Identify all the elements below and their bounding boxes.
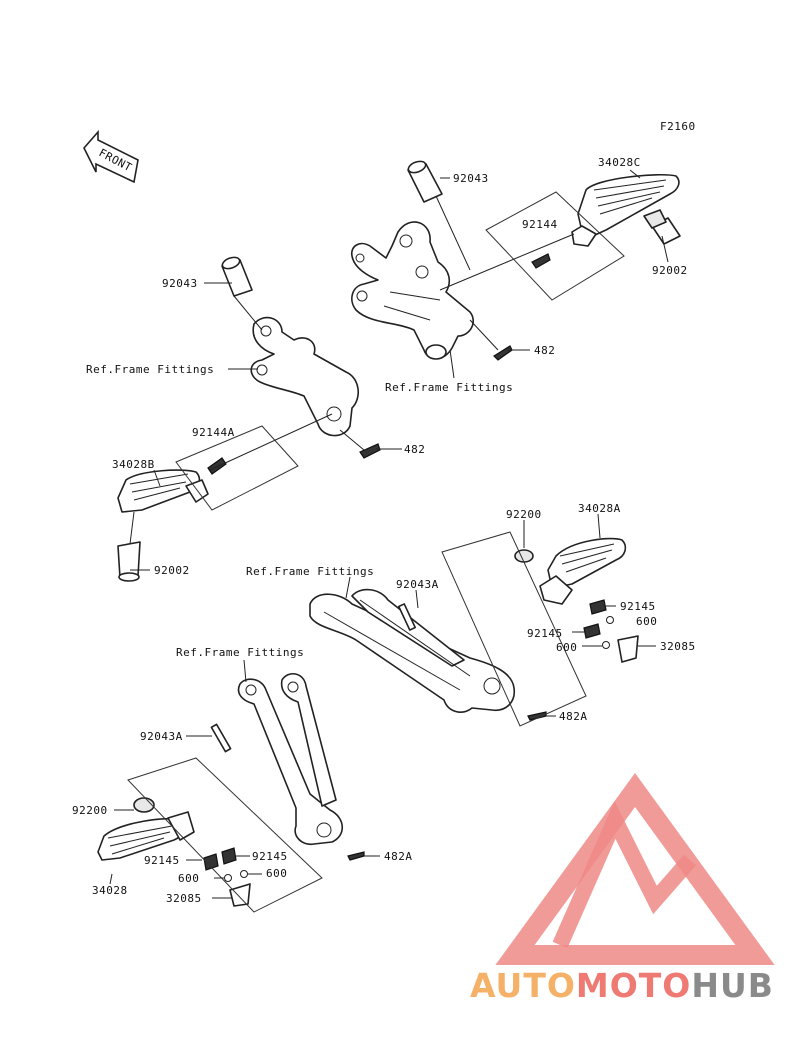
pin-92043A-r <box>397 603 417 631</box>
upper-right-bracket <box>350 221 474 360</box>
label-32085-l: 32085 <box>166 892 202 905</box>
label-92200-r: 92200 <box>506 508 542 521</box>
label-92002-left: 92002 <box>154 564 190 577</box>
label-92145-r1: 92145 <box>620 600 656 613</box>
label-ref-low: Ref.Frame Fittings <box>176 646 304 659</box>
pin-92043A-l <box>210 723 232 753</box>
front-arrow: FRONT <box>83 129 139 184</box>
clip-482-mid <box>359 443 381 459</box>
left-bracket <box>250 316 359 437</box>
label-600-l1: 600 <box>178 872 199 885</box>
spring-92145-r2 <box>583 623 601 639</box>
label-32085-r: 32085 <box>660 640 696 653</box>
footpeg-34028A <box>539 537 627 605</box>
spring-92145-l1 <box>203 853 219 871</box>
clip-482A-l <box>347 851 365 861</box>
footpeg-34028C <box>571 173 680 247</box>
ball-600-l1 <box>224 874 232 882</box>
part-labels: 92043 34028C 92144 92002 482 Ref.Frame F… <box>72 156 696 905</box>
watermark-logo: AUTOMOTOHUB <box>470 772 775 1005</box>
label-92145-l1: 92145 <box>144 854 180 867</box>
leader-lines <box>109 169 669 899</box>
label-92145-l2: 92145 <box>252 850 288 863</box>
washer-92200-l <box>133 797 155 813</box>
label-92043-left: 92043 <box>162 277 198 290</box>
label-34028: 34028 <box>92 884 128 897</box>
label-92043A-l: 92043A <box>140 730 183 743</box>
label-92145-r2: 92145 <box>527 627 563 640</box>
right-bracket <box>309 588 516 713</box>
pin-92043-top <box>407 160 443 203</box>
washer-92200-r <box>514 549 534 563</box>
ball-600-l2 <box>240 870 248 878</box>
plate-32085-r <box>617 635 639 663</box>
ref-box-upper-right <box>485 191 625 301</box>
label-482A-l: 482A <box>384 850 413 863</box>
pin-92043-left <box>221 256 253 297</box>
front-arrow-icon <box>83 129 139 184</box>
ball-600-r2 <box>602 641 610 649</box>
ref-box-right <box>441 531 587 727</box>
label-482-top: 482 <box>534 344 555 357</box>
footpeg-34028 <box>97 811 195 861</box>
label-92043A-r: 92043A <box>396 578 439 591</box>
label-600-l2: 600 <box>266 867 287 880</box>
watermark-triangle <box>495 772 775 965</box>
rubber-92002-top <box>643 209 681 245</box>
label-ref-top: Ref.Frame Fittings <box>385 381 513 394</box>
label-92144: 92144 <box>522 218 558 231</box>
label-600-r1: 600 <box>636 615 657 628</box>
watermark-m-stroke <box>552 801 697 949</box>
lower-bracket <box>237 673 344 846</box>
label-34028A: 34028A <box>578 502 621 515</box>
ball-600-r1 <box>606 616 614 624</box>
label-482A-r: 482A <box>559 710 588 723</box>
rubber-92002-left <box>117 541 141 582</box>
label-92002-top: 92002 <box>652 264 688 277</box>
label-ref-left: Ref.Frame Fittings <box>86 363 214 376</box>
label-482-mid: 482 <box>404 443 425 456</box>
spring-92145-l2 <box>221 847 237 865</box>
label-34028B: 34028B <box>112 458 155 471</box>
ref-box-lower <box>127 757 323 913</box>
label-92043-top: 92043 <box>453 172 489 185</box>
plate-32085-l <box>229 883 251 907</box>
label-ref-mid: Ref.Frame Fittings <box>246 565 374 578</box>
spring-92144A <box>207 457 227 475</box>
spring-92145-r1 <box>589 599 607 615</box>
ref-box-left <box>175 425 299 511</box>
label-34028C: 34028C <box>598 156 641 169</box>
footpeg-34028B <box>117 469 209 513</box>
spring-92144 <box>531 253 551 269</box>
watermark-text: AUTOMOTOHUB <box>470 966 774 1005</box>
diagram-code: F2160 <box>660 120 696 133</box>
label-92144A: 92144A <box>192 426 235 439</box>
label-600-r2: 600 <box>556 641 577 654</box>
label-92200-l: 92200 <box>72 804 108 817</box>
